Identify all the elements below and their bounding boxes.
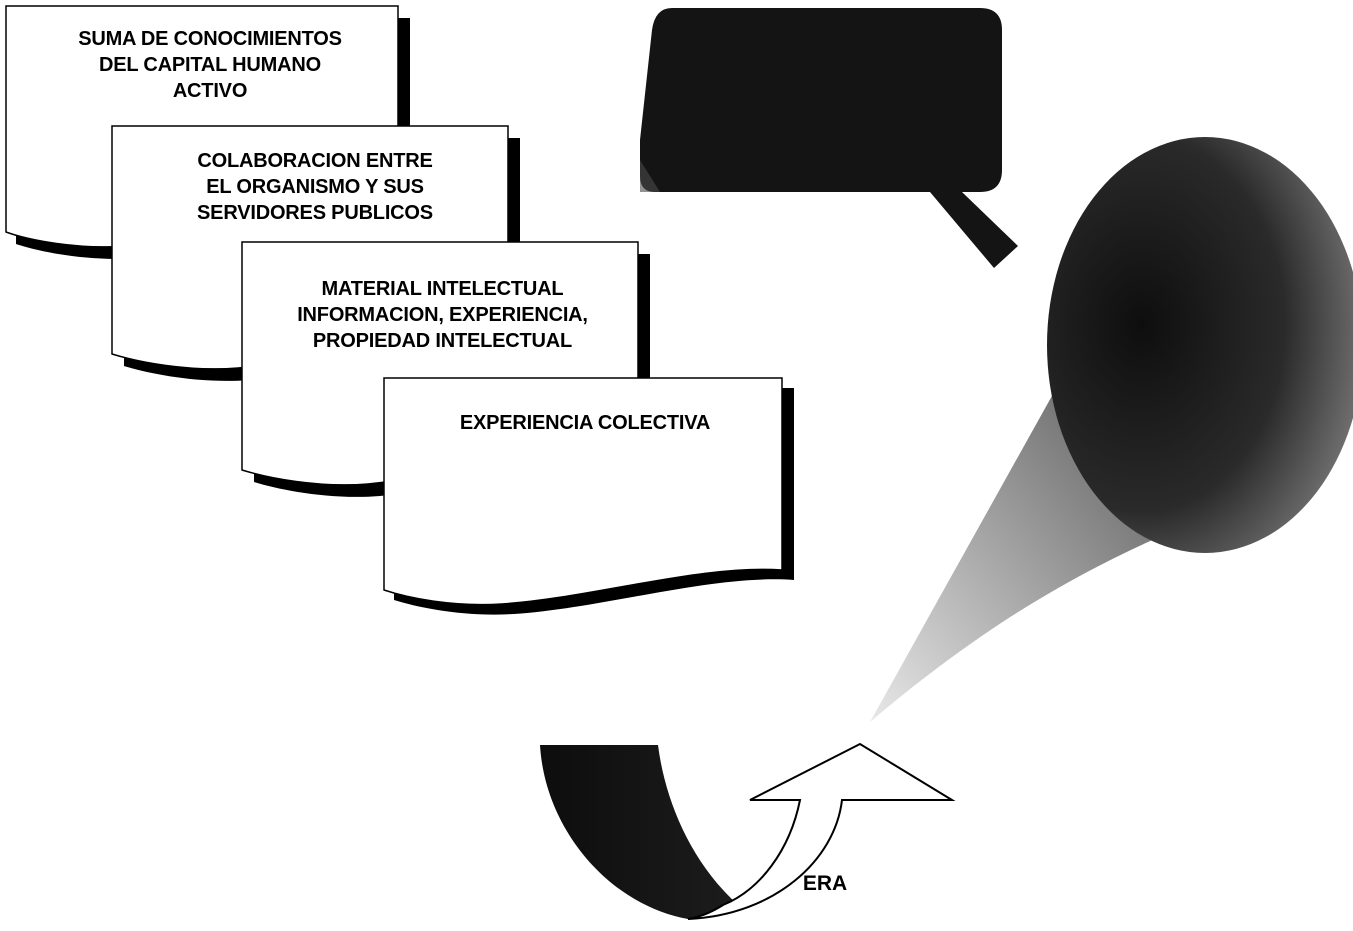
document-label-1: SUMA DE CONOCIMIENTOS DEL CAPITAL HUMANO…: [78, 28, 342, 102]
arrow-label: ERA: [802, 872, 848, 895]
document-shape-4: [383, 377, 794, 615]
document-label-2: COLABORACION ENTRE EL ORGANISMO Y SUS SE…: [197, 150, 433, 224]
dark-oval: [1047, 137, 1353, 553]
up-arrow: [687, 742, 956, 920]
dark-speech-bubble: [640, 8, 1018, 268]
document-label-3: MATERIAL INTELECTUAL INFORMACION, EXPERI…: [297, 278, 588, 352]
dark-u-shape: [540, 745, 735, 919]
document-label-4: EXPERIENCIA COLECTIVA: [459, 412, 711, 434]
